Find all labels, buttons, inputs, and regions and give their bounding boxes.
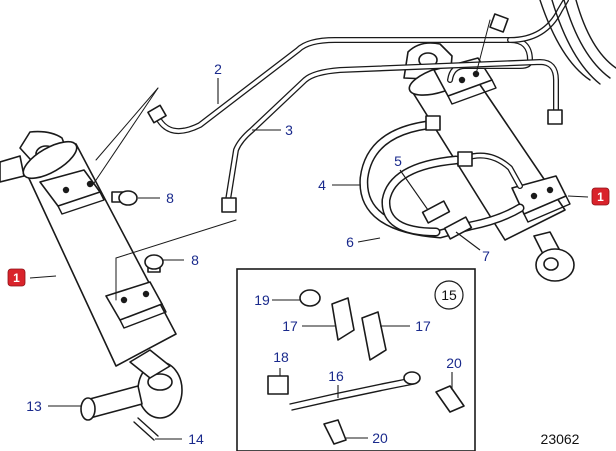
callout-1-left: 1 <box>13 271 20 285</box>
callout-20-bottom: 20 <box>372 430 388 446</box>
callout-20-top: 20 <box>446 355 462 371</box>
callout-15: 15 <box>441 287 457 303</box>
bolt-8-bottom <box>144 254 164 273</box>
callout-14: 14 <box>188 431 204 447</box>
callout-6: 6 <box>346 234 354 250</box>
callout-1-right-badge: 1 <box>591 187 610 206</box>
leader-lines <box>29 78 589 440</box>
callout-19: 19 <box>254 292 270 308</box>
cotter-pin-14 <box>133 417 159 441</box>
callout-17-left: 17 <box>282 318 298 334</box>
callout-5: 5 <box>394 153 402 169</box>
callout-8-bottom: 8 <box>191 252 199 268</box>
callout-16: 16 <box>328 368 344 384</box>
flexible-hoses <box>359 115 525 240</box>
callout-8-top: 8 <box>166 190 174 206</box>
bolt-8-top <box>111 190 138 206</box>
callout-17-right: 17 <box>415 318 431 334</box>
callout-1-left-badge: 1 <box>7 268 26 287</box>
left-hydraulic-cylinder <box>0 130 183 419</box>
callout-3: 3 <box>285 122 293 138</box>
drawing-reference-number: 23062 <box>541 431 580 447</box>
callout-18: 18 <box>273 349 289 365</box>
callout-15-circle: 15 <box>434 280 464 310</box>
callout-4: 4 <box>318 177 326 193</box>
callout-1-right: 1 <box>597 190 604 204</box>
pivot-pin-13 <box>80 385 143 421</box>
hydraulic-tube-pipes <box>91 0 616 301</box>
callout-7: 7 <box>482 248 490 264</box>
callout-13: 13 <box>26 398 42 414</box>
callout-2: 2 <box>214 61 222 77</box>
